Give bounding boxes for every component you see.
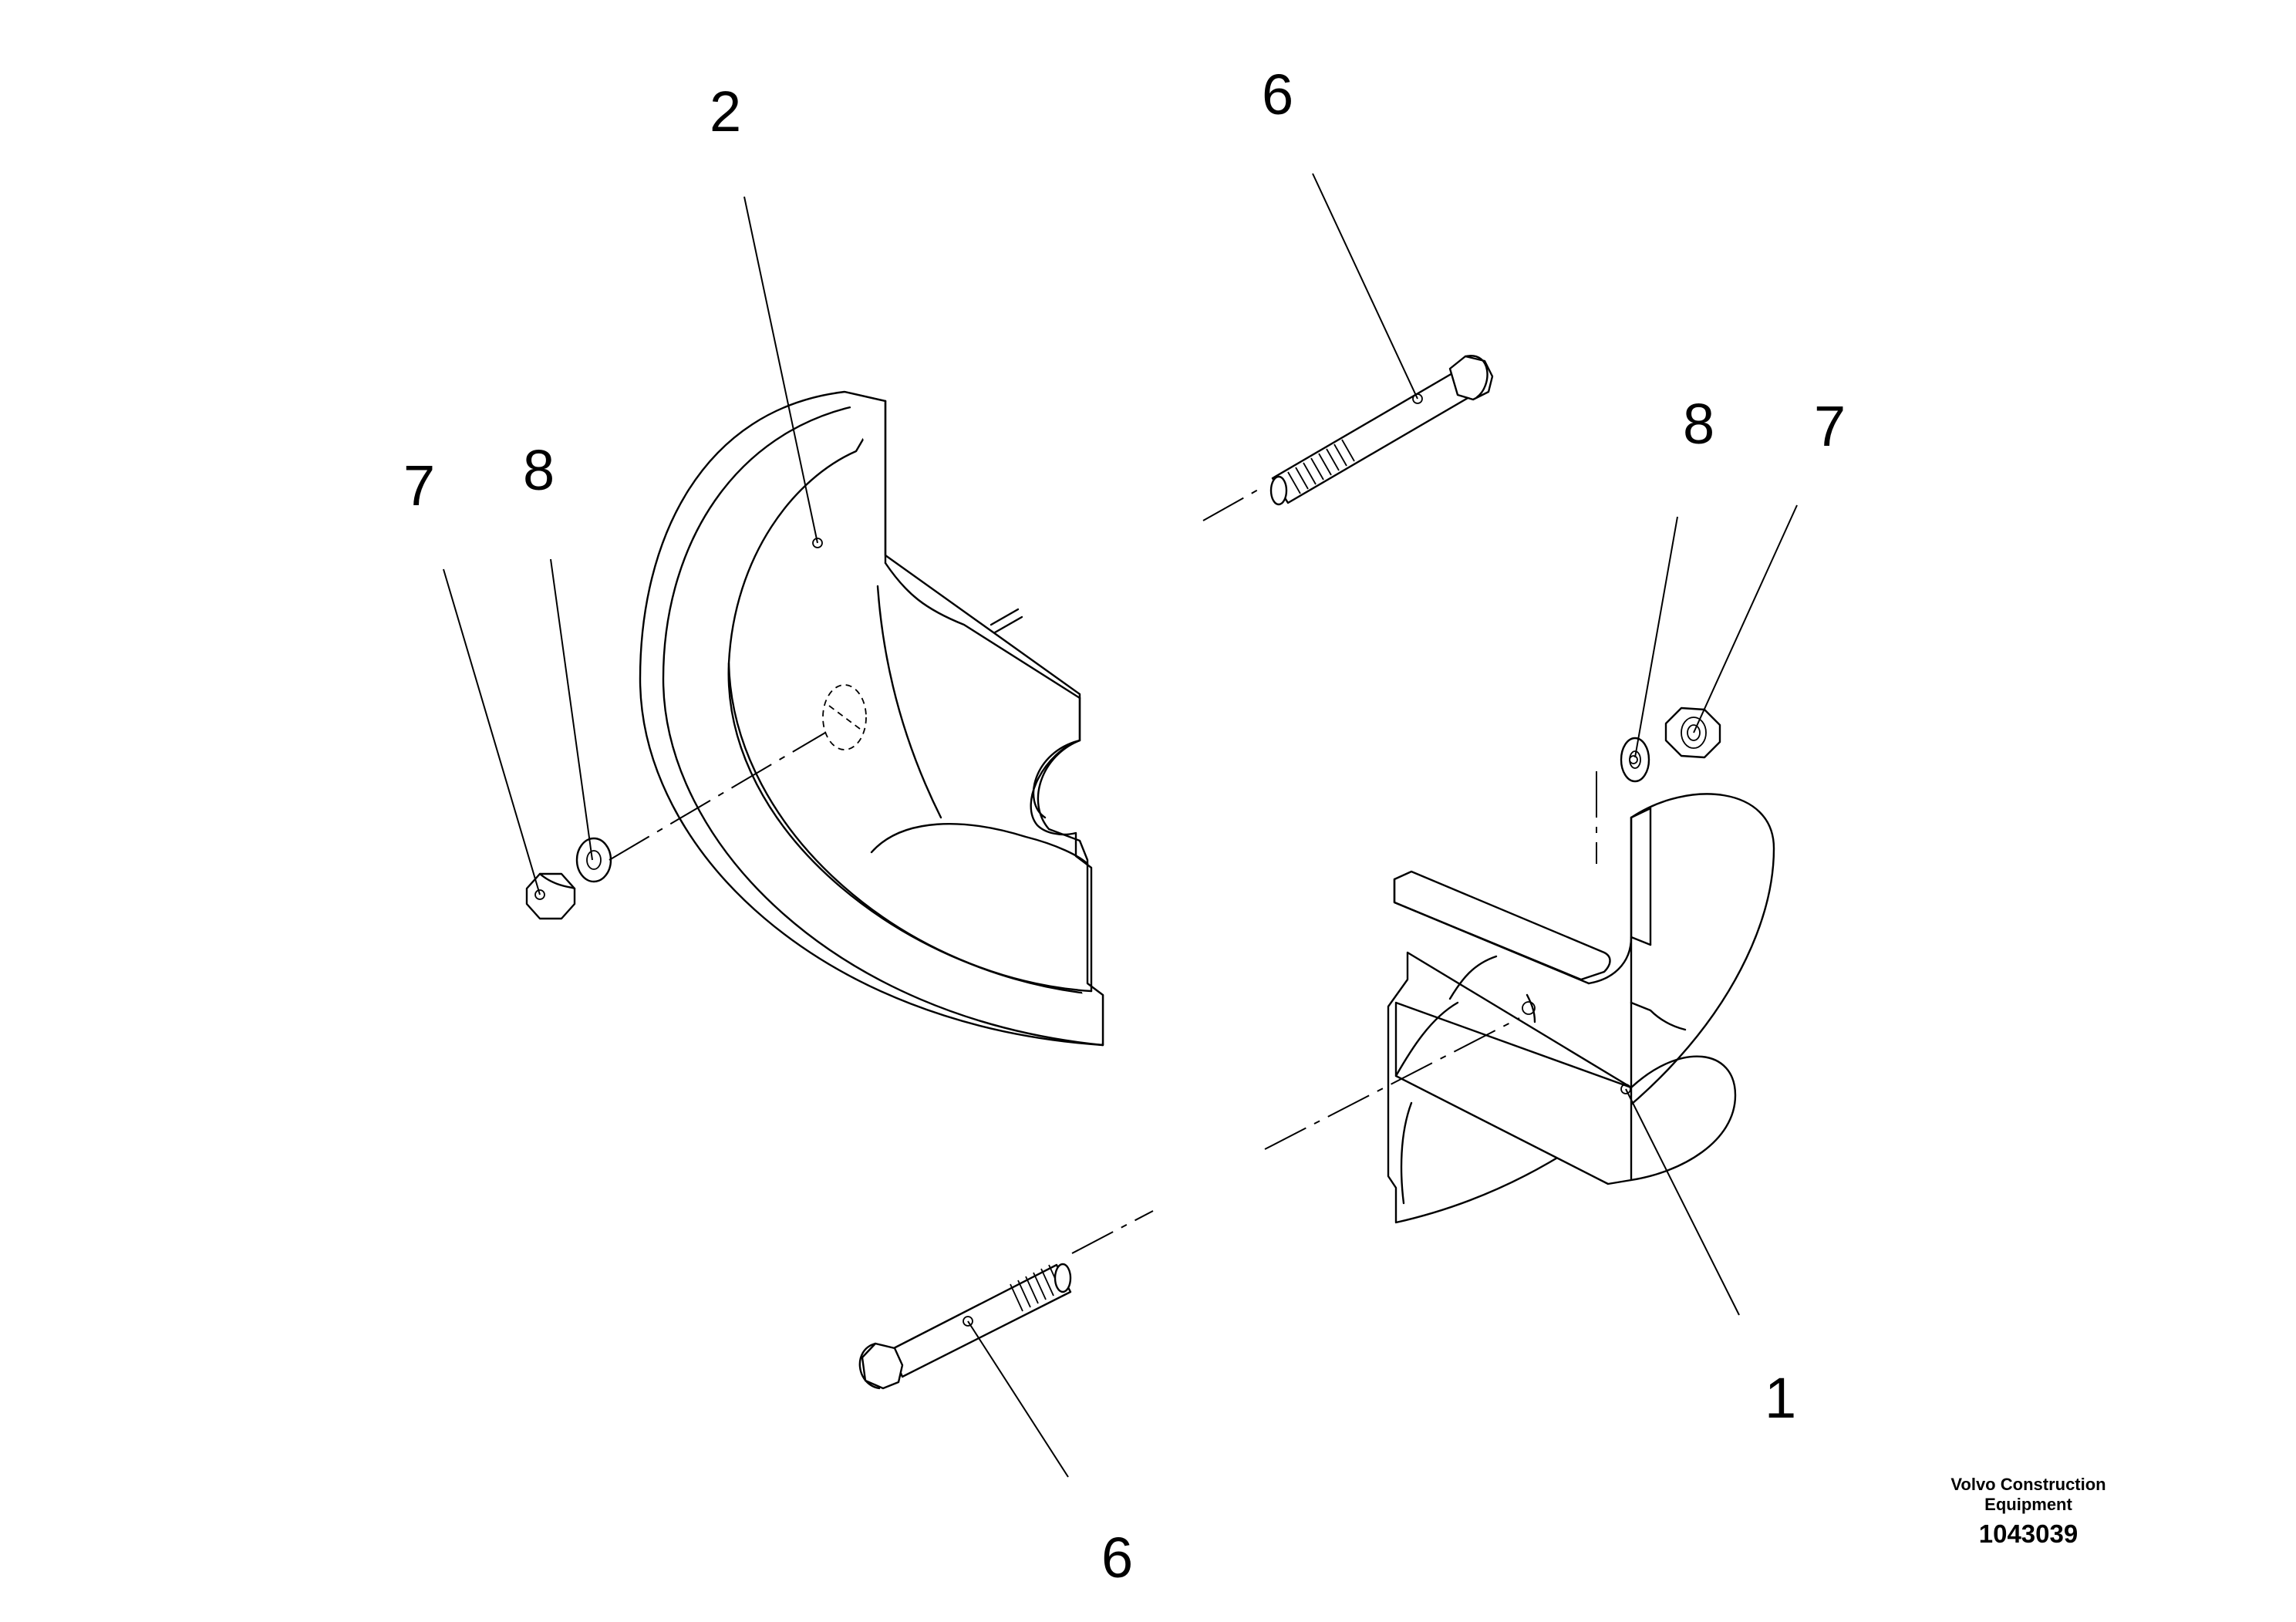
part-8-washer-right: [1620, 737, 1650, 783]
callout-part-6-top: 6: [1262, 62, 1293, 126]
part-7-nut-right: [1664, 706, 1721, 759]
callout-part-8-left: 8: [523, 438, 555, 502]
leader-lines: [443, 173, 1798, 1478]
callout-part-2: 2: [710, 79, 741, 143]
part-7-nut-left: [525, 872, 576, 920]
callout-part-7-left: 7: [403, 454, 435, 518]
part-6-bolt-top: [1269, 355, 1494, 506]
callout-part-6-bottom: 6: [1101, 1526, 1133, 1590]
callout-part-8-right: 8: [1683, 392, 1714, 456]
part-1-guard-half: [1387, 793, 1775, 1224]
brand-name-line-2: Equipment: [1984, 1495, 2072, 1514]
assembly-axis-lines: [609, 485, 1597, 1254]
part-8-washer-left: [575, 837, 612, 883]
brand-name-line-1: Volvo Construction: [1950, 1475, 2106, 1494]
part-2-guard-half: [639, 390, 1104, 1047]
drawing-number: 1043039: [1978, 1519, 2079, 1548]
part-6-bolt-bottom: [858, 1263, 1072, 1390]
callout-part-1: 1: [1765, 1366, 1796, 1430]
callout-part-7-right: 7: [1814, 394, 1846, 458]
